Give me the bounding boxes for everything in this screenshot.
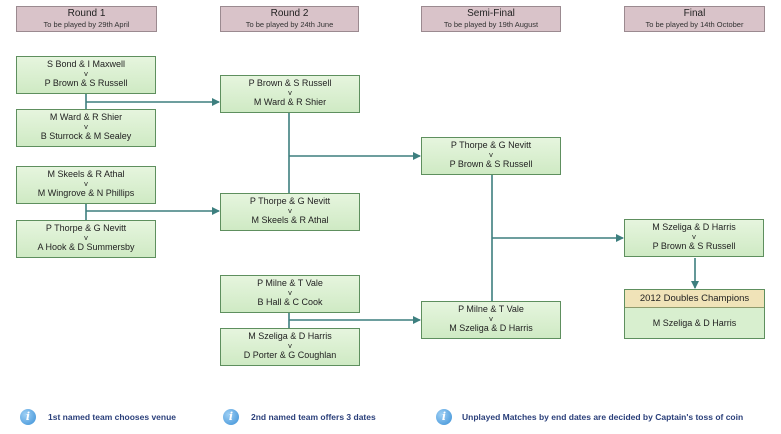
versus: v [288,88,292,97]
team-b: M Szeliga & D Harris [449,323,533,333]
match-box: S Bond & I Maxwell v P Brown & S Russell [16,56,156,94]
note-text: 2nd named team offers 3 dates [251,412,376,422]
team-a: P Brown & S Russell [248,78,332,88]
team-b: M Skeels & R Athal [251,215,329,225]
team-a: P Thorpe & G Nevitt [249,196,331,206]
header-date: To be played by 24th June [245,20,334,29]
header-title: Semi-Final [467,8,515,19]
versus: v [288,288,292,297]
team-b: P Brown & S Russell [652,241,736,251]
note-text: Unplayed Matches by end dates are decide… [462,412,744,422]
team-b: B Sturrock & M Sealey [40,131,132,141]
header-date: To be played by 14th October [645,20,744,29]
team-a: P Thorpe & G Nevitt [450,140,532,150]
match-box: P Milne & T Vale v B Hall & C Cook [220,275,360,313]
team-b: M Wingrove & N Phillips [37,188,135,198]
team-a: M Ward & R Shier [49,112,123,122]
versus: v [84,122,88,131]
match-box: P Thorpe & G Nevitt v M Skeels & R Athal [220,193,360,231]
match-box: P Brown & S Russell v M Ward & R Shier [220,75,360,113]
header-round-2: Round 2 To be played by 24th June [220,6,359,32]
info-icon: i [223,409,239,425]
team-a: M Szeliga & D Harris [248,331,332,341]
team-b: M Ward & R Shier [253,97,327,107]
header-round-1: Round 1 To be played by 29th April [16,6,157,32]
versus: v [692,232,696,241]
champions-box: 2012 Doubles Champions M Szeliga & D Har… [624,289,765,339]
note-venue: i 1st named team chooses venue [20,409,176,425]
match-box: P Thorpe & G Nevitt v P Brown & S Russel… [421,137,561,175]
team-a: P Milne & T Vale [257,278,323,288]
header-final: Final To be played by 14th October [624,6,765,32]
note-dates: i 2nd named team offers 3 dates [223,409,376,425]
match-box: M Skeels & R Athal v M Wingrove & N Phil… [16,166,156,204]
versus: v [84,69,88,78]
versus: v [84,179,88,188]
header-semi-final: Semi-Final To be played by 19th August [421,6,561,32]
header-date: To be played by 29th April [43,20,130,29]
note-unplayed: i Unplayed Matches by end dates are deci… [436,409,743,425]
note-text: 1st named team chooses venue [48,412,177,422]
team-a: M Skeels & R Athal [47,169,125,179]
header-title: Final [683,8,706,19]
team-b: P Brown & S Russell [449,159,533,169]
team-b: B Hall & C Cook [257,297,323,307]
match-box: P Milne & T Vale v M Szeliga & D Harris [421,301,561,339]
match-box: M Szeliga & D Harris v D Porter & G Coug… [220,328,360,366]
team-a: P Thorpe & G Nevitt [45,223,127,233]
match-box-final: M Szeliga & D Harris v P Brown & S Russe… [624,219,764,257]
versus: v [489,150,493,159]
versus: v [489,314,493,323]
info-icon: i [20,409,36,425]
match-box: P Thorpe & G Nevitt v A Hook & D Summers… [16,220,156,258]
versus: v [288,206,292,215]
champions-team: M Szeliga & D Harris [652,318,737,328]
match-box: M Ward & R Shier v B Sturrock & M Sealey [16,109,156,147]
team-a: M Szeliga & D Harris [652,222,736,232]
info-icon: i [436,409,452,425]
header-title: Round 2 [270,8,309,19]
header-title: Round 1 [67,8,106,19]
team-b: D Porter & G Coughlan [243,350,337,360]
team-b: A Hook & D Summersby [37,242,135,252]
versus: v [84,233,88,242]
team-a: S Bond & I Maxwell [46,59,126,69]
team-b: P Brown & S Russell [44,78,128,88]
champions-title: 2012 Doubles Champions [625,290,764,308]
header-date: To be played by 19th August [443,20,539,29]
versus: v [288,341,292,350]
team-a: P Milne & T Vale [458,304,524,314]
